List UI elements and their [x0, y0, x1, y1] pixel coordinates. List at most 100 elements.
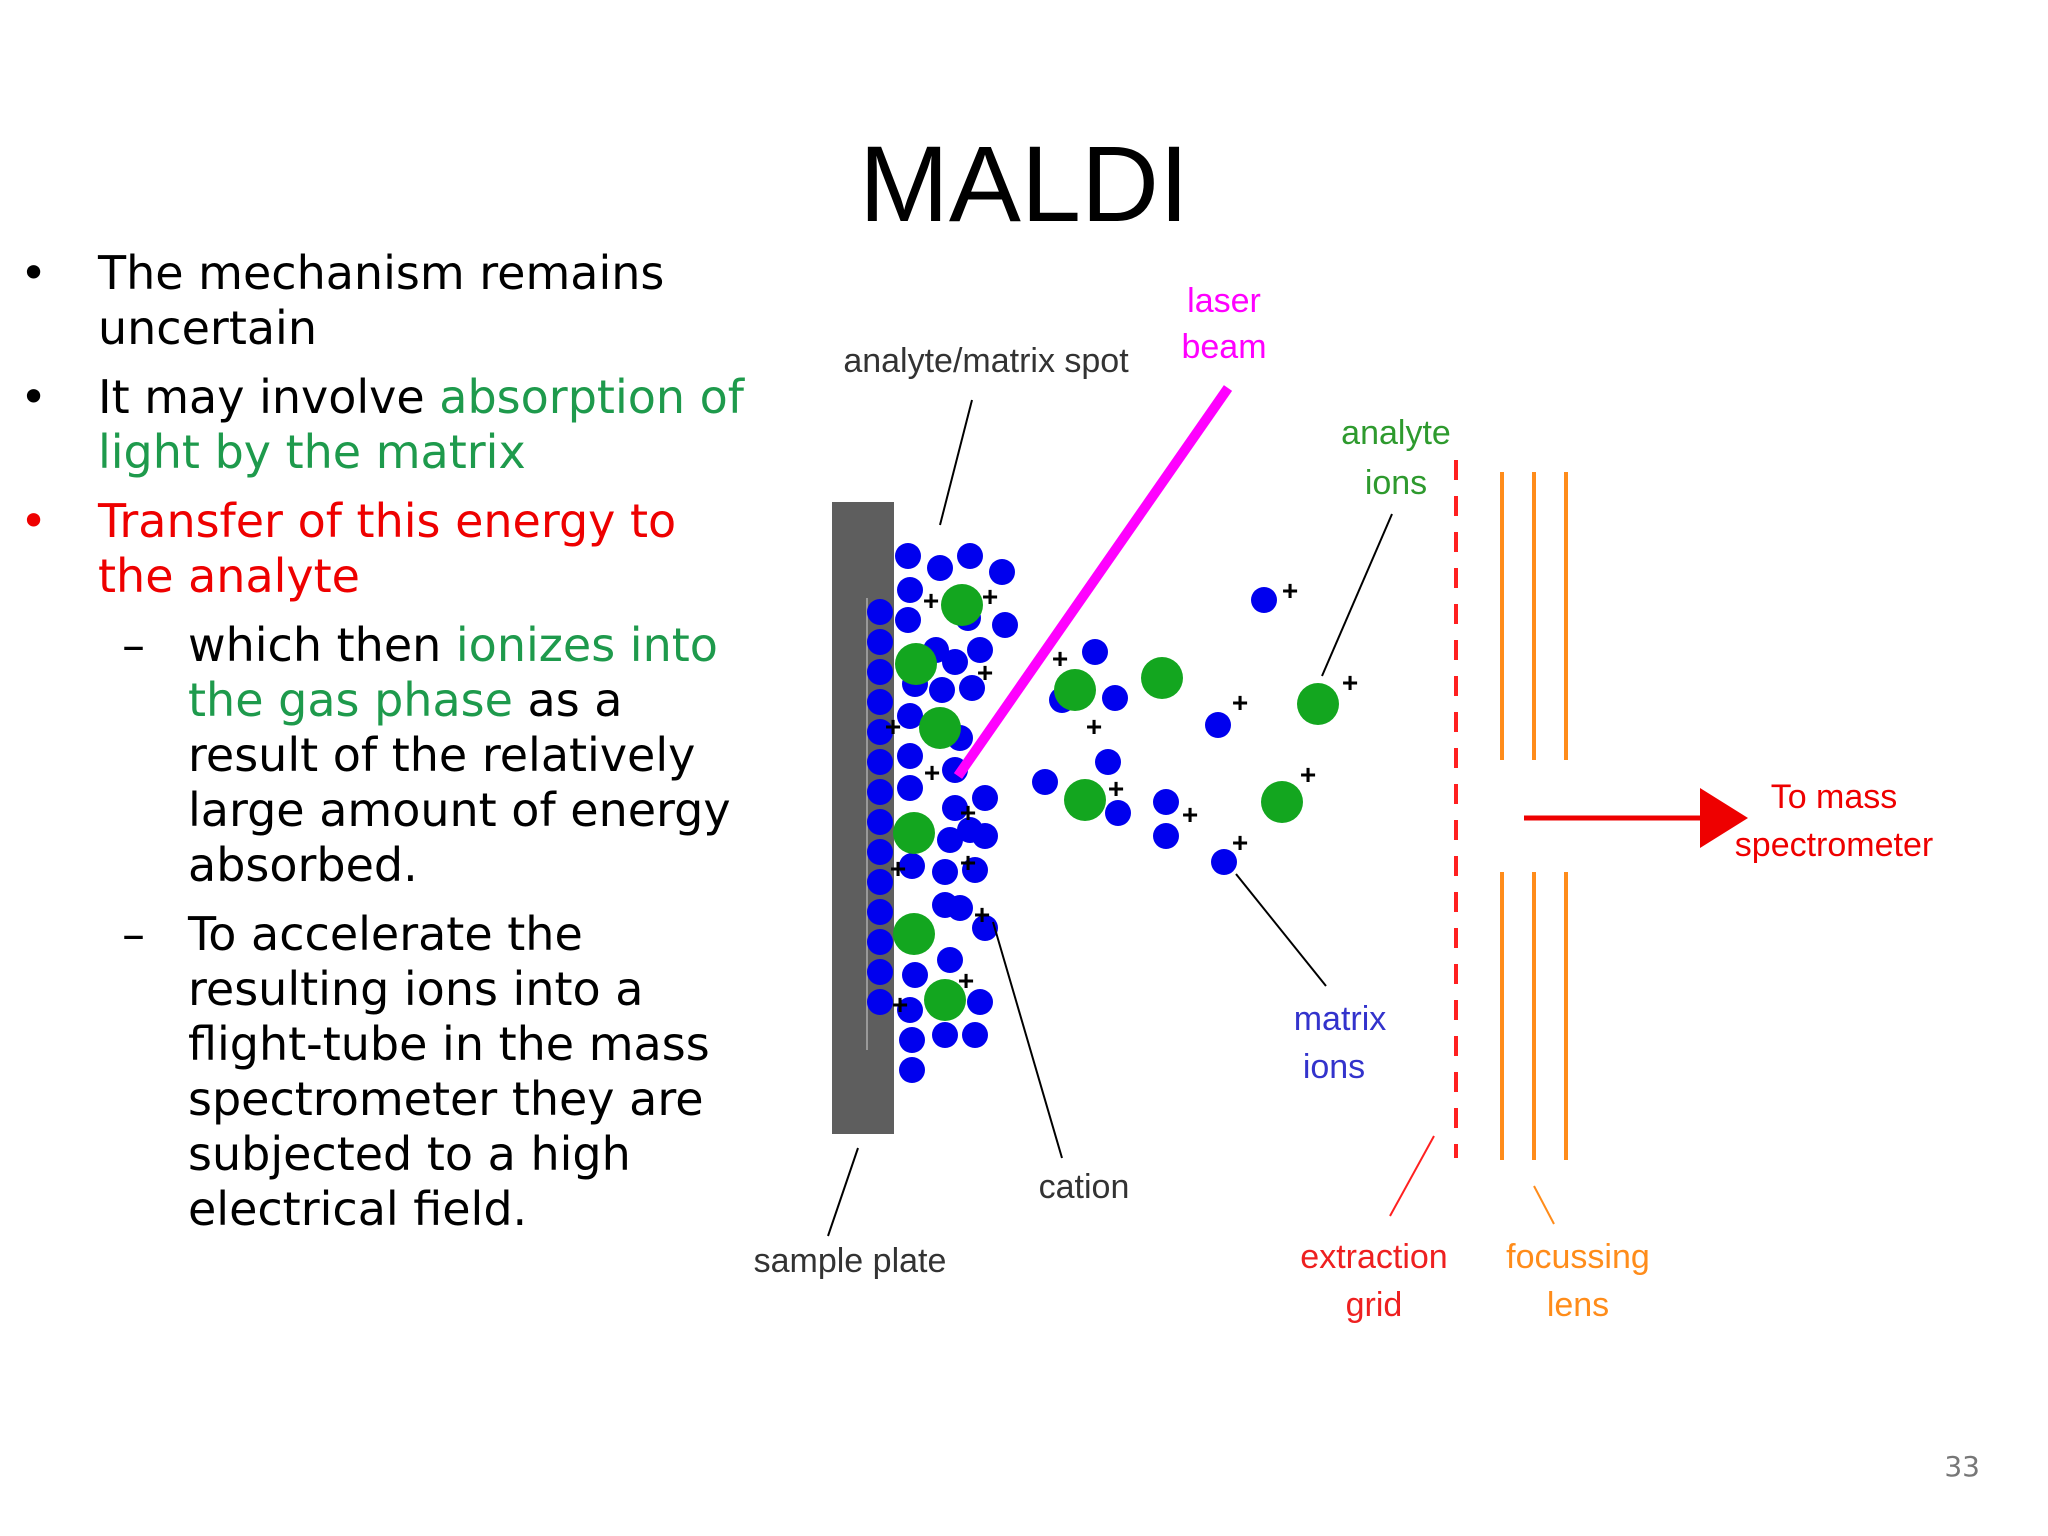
arrow-head: [1700, 788, 1748, 848]
matrix-molecule: [867, 779, 893, 805]
highlight-text: ionizes into the gas phase: [188, 618, 718, 727]
label-matrix: matrix: [1294, 1000, 1387, 1038]
label-laser: laser: [1187, 282, 1261, 320]
matrix-molecule: [927, 555, 953, 581]
analyte-molecule: [893, 812, 935, 854]
label-lens: lens: [1547, 1286, 1609, 1324]
bullet-dot: •: [20, 494, 48, 548]
matrix-molecule: [942, 795, 968, 821]
matrix-molecule: [932, 1022, 958, 1048]
leader-analyte-ions: [1321, 513, 1393, 677]
matrix-molecule: [895, 543, 921, 569]
leader-spot: [939, 399, 973, 526]
matrix-molecule: [937, 827, 963, 853]
matrix-molecule: [932, 892, 958, 918]
matrix-molecule: [867, 689, 893, 715]
plus-charge: +: [1108, 773, 1124, 804]
desorbed-ions: + + + + + + + + +: [1032, 575, 1358, 875]
plus-charge: +: [1086, 711, 1102, 742]
matrix-ion: [1153, 823, 1179, 849]
matrix-molecule: [972, 785, 998, 811]
matrix-molecule: [989, 559, 1015, 585]
plus-charge: +: [1182, 799, 1198, 830]
label-sample-plate: sample plate: [754, 1242, 947, 1280]
label-analyte-ions: ions: [1365, 464, 1427, 502]
matrix-ion: [1153, 789, 1179, 815]
plus-charge: +: [924, 757, 940, 788]
matrix-molecule: [899, 1027, 925, 1053]
matrix-ion: [1211, 849, 1237, 875]
bullet-list: • The mechanism remains uncertain • It m…: [18, 246, 758, 1251]
matrix-molecule: [957, 817, 983, 843]
plus-charge: +: [890, 853, 906, 884]
plus-charge: +: [958, 965, 974, 996]
analyte-ion: [1297, 683, 1339, 725]
matrix-molecule: [959, 675, 985, 701]
matrix-ion: [1032, 769, 1058, 795]
leader-cation: [992, 921, 1063, 1159]
bullet-dot: •: [20, 370, 48, 424]
analyte-molecule: [924, 979, 966, 1021]
matrix-molecule: [897, 577, 923, 603]
matrix-molecule: [992, 612, 1018, 638]
matrix-molecule: [867, 839, 893, 865]
analyte-molecule: [941, 584, 983, 626]
label-grid: grid: [1346, 1286, 1403, 1324]
label-beam: beam: [1181, 328, 1266, 366]
matrix-molecule: [867, 719, 893, 745]
matrix-molecule: [972, 915, 998, 941]
analyte-ion: [1064, 779, 1106, 821]
plus-charge: +: [1232, 827, 1248, 858]
leader-extraction-grid: [1389, 1135, 1435, 1217]
matrix-ion: [1105, 800, 1131, 826]
matrix-molecule: [932, 859, 958, 885]
matrix-molecule: [937, 947, 963, 973]
label-cation: cation: [1039, 1168, 1130, 1206]
analyte-molecule: [919, 707, 961, 749]
page-number: 33: [1944, 1450, 1980, 1483]
bullet-absorption: • It may involve absorption of light by …: [18, 370, 758, 480]
focussing-lens: [1500, 472, 1568, 1160]
matrix-molecule: [867, 809, 893, 835]
matrix-molecule: [897, 997, 923, 1023]
bullet-text: Transfer of this energy to the analyte: [98, 494, 677, 603]
plus-charge: +: [960, 847, 976, 878]
label-analyte: analyte: [1341, 414, 1451, 452]
arrow-to-mass-spectrometer: [1524, 788, 1748, 848]
matrix-molecule: [962, 1022, 988, 1048]
plus-charge: +: [885, 711, 901, 742]
matrix-molecule: [957, 543, 983, 569]
plus-charge: +: [982, 581, 998, 612]
matrix-molecule: [899, 853, 925, 879]
leader-sample-plate: [827, 1147, 859, 1237]
bullet-transfer: • Transfer of this energy to the analyte: [18, 494, 758, 604]
matrix-molecule: [867, 599, 893, 625]
leader-lines: [827, 399, 1393, 1237]
analyte-molecule: [895, 643, 937, 685]
matrix-ion: [1082, 639, 1108, 665]
slide-title: MALDI: [858, 123, 1190, 244]
matrix-molecule: [897, 775, 923, 801]
plus-charge: +: [1052, 643, 1068, 674]
plus-charge: +: [1342, 667, 1358, 698]
matrix-molecule: [902, 962, 928, 988]
sub-bullet-ionizes: – which then ionizes into the gas phase …: [18, 618, 758, 893]
analyte-ion: [1054, 669, 1096, 711]
matrix-molecule: [942, 649, 968, 675]
matrix-molecule: [895, 607, 921, 633]
bullet-mechanism: • The mechanism remains uncertain: [18, 246, 758, 356]
matrix-molecule: [867, 899, 893, 925]
matrix-molecule: [867, 869, 893, 895]
matrix-ion: [1102, 685, 1128, 711]
bullet-text: The mechanism remains uncertain: [98, 246, 665, 355]
matrix-ion: [1095, 749, 1121, 775]
sub-bullet-dash: –: [122, 907, 145, 961]
bullet-text: To accelerate the resulting ions into a …: [188, 907, 710, 1236]
matrix-molecule: [867, 959, 893, 985]
leader-focussing-lens: [1533, 1185, 1555, 1225]
matrix-molecule: [867, 629, 893, 655]
highlight-text: absorption of light by the matrix: [98, 370, 744, 479]
label-focussing: focussing: [1506, 1238, 1650, 1276]
analyte-matrix-spot: + + + + + + + + + + +: [867, 543, 1018, 1083]
